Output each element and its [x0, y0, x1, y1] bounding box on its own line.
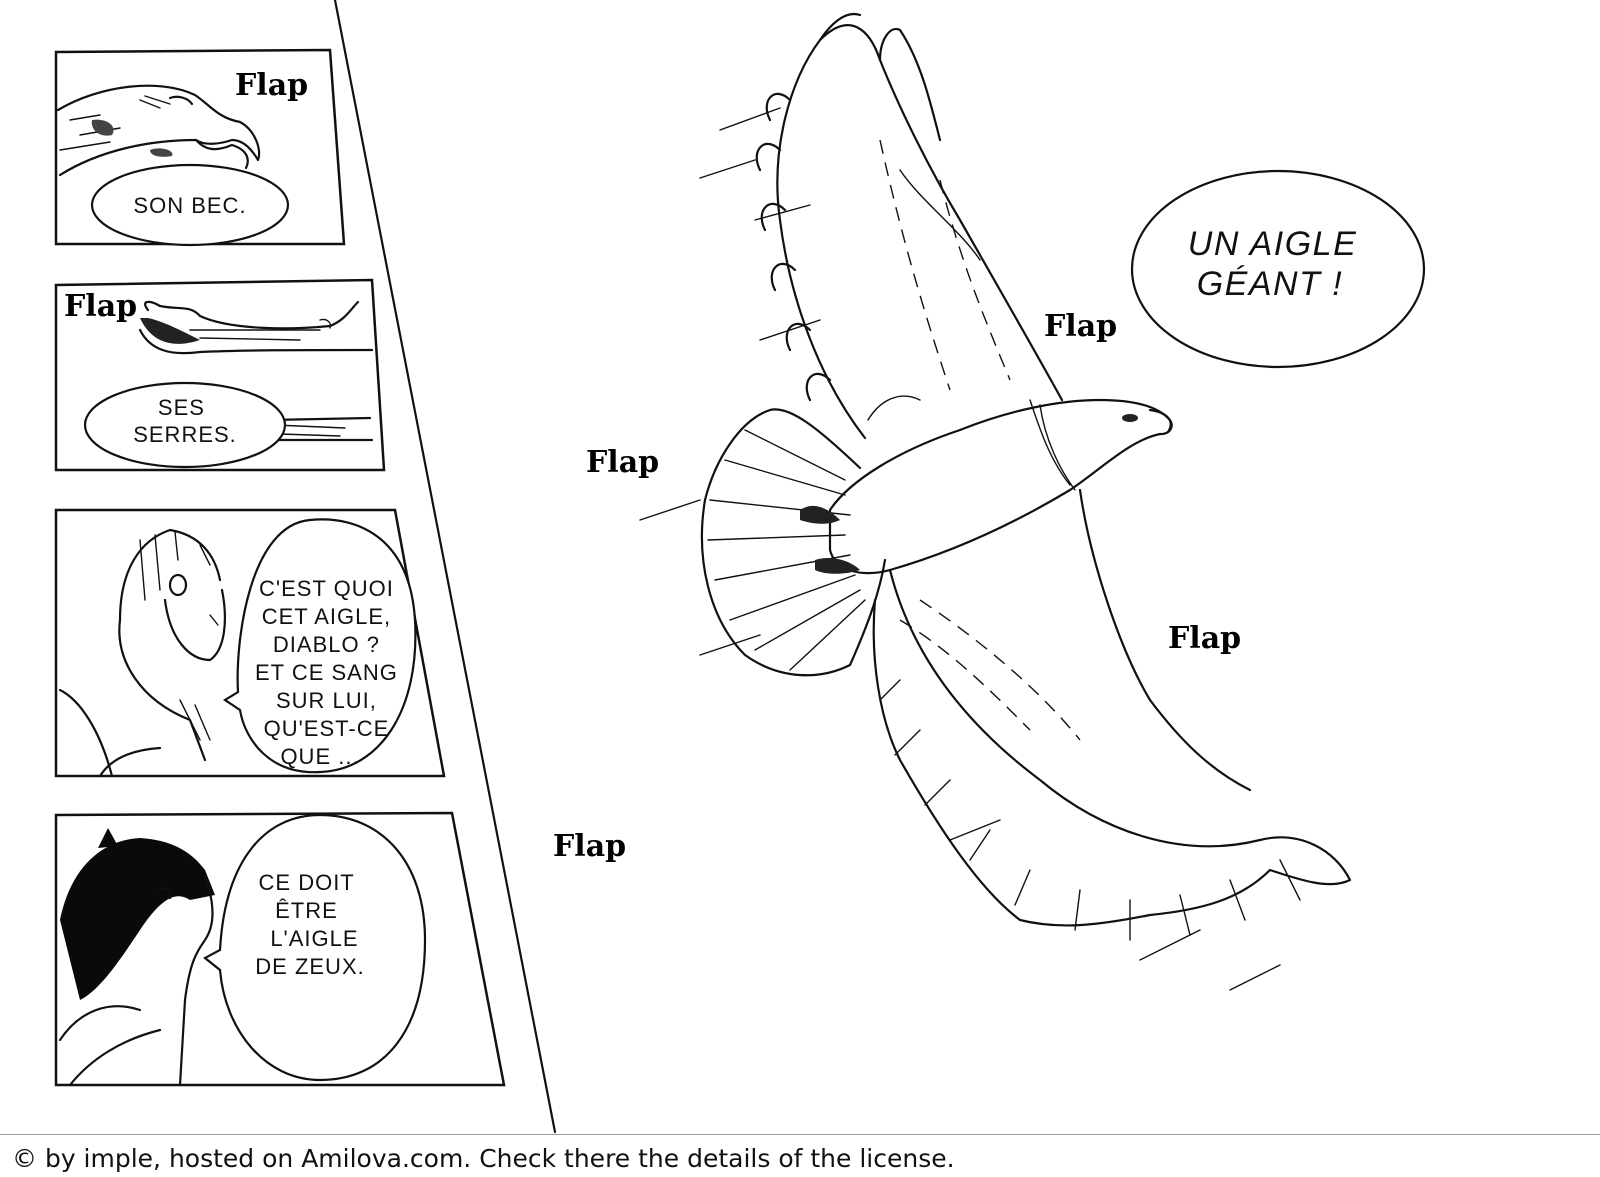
upper-wing — [755, 12, 1064, 440]
sfx-flap-splash-1: Flap — [1044, 309, 1117, 344]
tail-feathers — [700, 408, 887, 677]
speech-text-2: SES SERRES. — [133, 395, 237, 447]
speech-text-1: SON BEC. — [133, 193, 246, 218]
speech-text-3: C'EST QUOI CET AIGLE, DIABLO ? ET CE SAN… — [255, 576, 405, 769]
motion-lines — [639, 107, 1281, 991]
sfx-flap-splash-2: Flap — [586, 445, 659, 480]
eagle-body — [800, 398, 1173, 575]
speech-bubble-3 — [222, 518, 417, 774]
speech-text-splash: UN AIGLE GÉANT ! — [1188, 225, 1368, 303]
speech-bubble-1 — [90, 163, 290, 247]
eagle-head-drawing — [56, 84, 261, 177]
panel-2-talons: SES SERRES. Flap — [54, 278, 386, 472]
sfx-flap-splash-4: Flap — [553, 829, 626, 864]
speech-bubble-splash — [1130, 169, 1426, 369]
girl-drawing — [58, 528, 226, 778]
speech-bubble-4 — [203, 813, 427, 1082]
lower-wing — [872, 488, 1352, 941]
panel-1-beak: SON BEC. Flap — [54, 48, 346, 247]
sfx-flap-2: Flap — [64, 289, 137, 324]
speech-text-4: CE DOIT ÊTRE L'AIGLE DE ZEUX. — [255, 870, 365, 979]
footer-divider — [0, 1134, 1600, 1135]
speech-bubble-2 — [83, 381, 287, 469]
copyright-notice: © by imple, hosted on Amilova.com. Check… — [12, 1144, 955, 1173]
sfx-flap-splash-3: Flap — [1168, 621, 1241, 656]
splash-giant-eagle: UN AIGLE GÉANT ! Flap Flap Flap Flap — [553, 12, 1426, 991]
panel-4-girl-answer: CE DOIT ÊTRE L'AIGLE DE ZEUX. — [54, 811, 506, 1087]
talons-drawing — [138, 300, 374, 442]
dark-hair-girl-drawing — [58, 828, 215, 1087]
panel-divider-diagonal — [333, 0, 557, 1134]
panel-3-girl-question: C'EST QUOI CET AIGLE, DIABLO ? ET CE SAN… — [54, 508, 446, 778]
sfx-flap-1: Flap — [235, 68, 308, 103]
